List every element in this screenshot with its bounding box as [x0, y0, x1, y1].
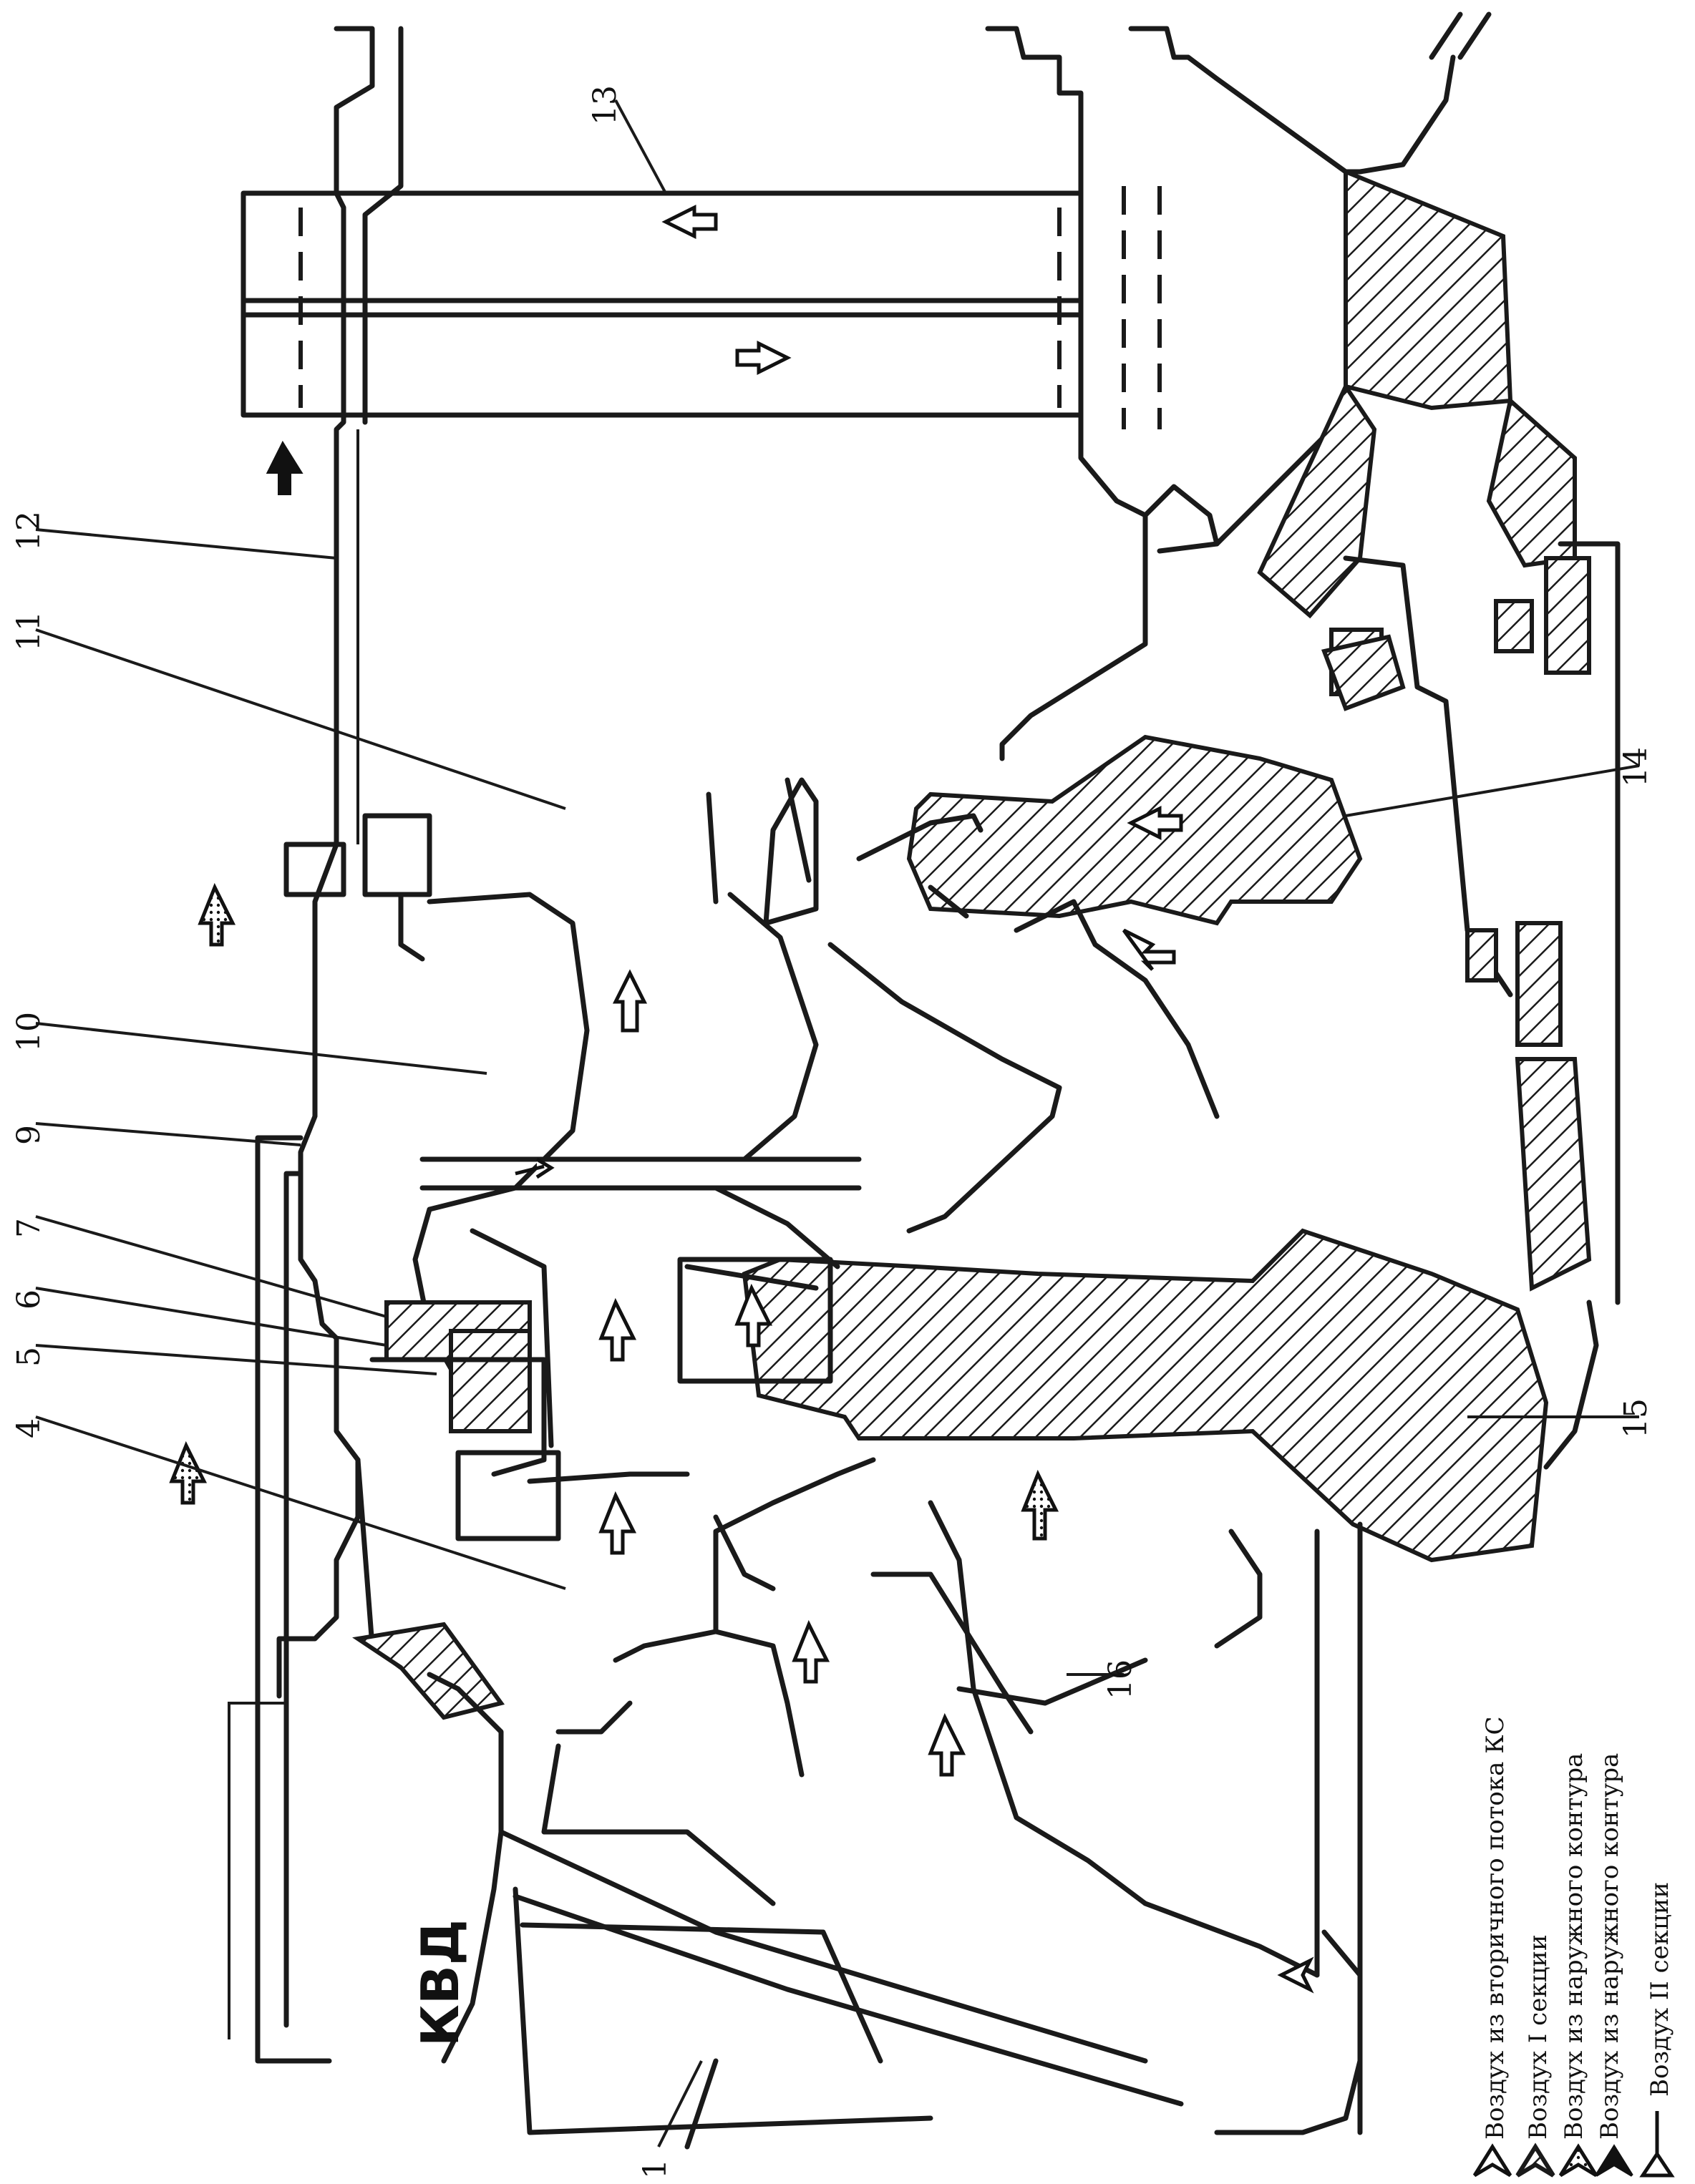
svg-text:13: 13: [587, 85, 623, 125]
callout-13: 13: [587, 85, 667, 194]
turbine-disk-15: [677, 1228, 1549, 1563]
nozzle-guide-vanes: [352, 813, 1220, 1720]
arrow-rim-1: [734, 1283, 773, 1347]
transfer-tube-13: [241, 186, 1162, 429]
svg-text:Воздух из наружного контура: Воздух из наружного контура: [1560, 1753, 1588, 2140]
callout-6: 6: [11, 1287, 387, 1347]
svg-text:16: 16: [1102, 1659, 1139, 1700]
svg-text:7: 7: [11, 1218, 47, 1238]
legend-open-chevron-icon: [1472, 2143, 1512, 2178]
callouts: 1 4 5 6 7 9 10 11 12 13 14 15 16: [11, 85, 1654, 2179]
svg-text:Воздух из вторичного потока КС: Воздух из вторичного потока КС: [1481, 1716, 1510, 2140]
arrow-vane: [612, 969, 648, 1033]
svg-text:15: 15: [1618, 1398, 1654, 1438]
svg-text:10: 10: [11, 1012, 47, 1052]
arrow-dotted-left: [198, 882, 236, 947]
legend-item-section-1: Воздух I секции: [1515, 1934, 1555, 2178]
svg-text:11: 11: [11, 611, 47, 651]
legend-item-section-2: Воздух II секции: [1639, 1882, 1675, 2178]
arrow-disk-15: [1021, 1469, 1059, 1541]
svg-text:Воздух I секции: Воздух I секции: [1524, 1934, 1553, 2140]
callout-7: 7: [11, 1215, 387, 1318]
callout-14: 14: [1345, 747, 1654, 817]
front-mount: [283, 813, 432, 962]
callout-11: 11: [11, 611, 566, 810]
svg-text:4: 4: [11, 1418, 47, 1438]
outer-casing: [228, 26, 404, 2064]
arrow-lower-2: [792, 1619, 830, 1684]
arrow-bypass-legend-ref: [1277, 1956, 1314, 1994]
hpc-blades: [513, 1700, 933, 2150]
legend-solid-arrow-icon: [1595, 2144, 1633, 2177]
arrow-bore-1: [1122, 928, 1176, 971]
arrow-tube-up: [661, 204, 718, 240]
svg-text:Воздух из наружного контура: Воздух из наружного контура: [1596, 1753, 1624, 2140]
svg-text:14: 14: [1618, 747, 1654, 787]
svg-text:1: 1: [637, 2159, 674, 2179]
arrow-rim-2: [598, 1297, 637, 1362]
callout-15: 15: [1467, 1398, 1654, 1438]
arrow-tube-down: [735, 340, 792, 376]
svg-text:12: 12: [11, 511, 47, 551]
callout-9: 9: [11, 1122, 301, 1146]
legend-line-open-arrow-icon: [1639, 2111, 1675, 2178]
arrow-bore-2: [1127, 805, 1183, 841]
svg-text:9: 9: [11, 1125, 47, 1145]
callout-12: 12: [11, 511, 337, 560]
seals-right: [1321, 541, 1621, 1470]
legend-item-bypass-solid: Воздух из наружного контура: [1595, 1753, 1633, 2177]
legend-item-bypass-dotted: Воздух из наружного контура: [1558, 1753, 1598, 2178]
legend-hatched-arrow-icon: [1515, 2142, 1555, 2178]
turbine-disk-14: [706, 734, 1363, 926]
arrow-lower-1: [928, 1712, 966, 1777]
legend: Воздух из вторичного потока КС Воздух I …: [1472, 1716, 1675, 2178]
callout-5: 5: [11, 1344, 437, 1375]
svg-text:5: 5: [11, 1347, 47, 1367]
svg-text:Воздух II секции: Воздух II секции: [1646, 1882, 1674, 2097]
callout-10: 10: [11, 1012, 487, 1075]
callout-4: 4: [11, 1415, 566, 1590]
legend-dotted-arrow-icon: [1558, 2143, 1598, 2178]
legend-item-secondary-flow: Воздух из вторичного потока КС: [1472, 1716, 1512, 2178]
callout-16: 16: [1067, 1659, 1139, 1700]
callout-1: 1: [637, 2060, 703, 2179]
arrow-pin: [515, 1157, 555, 1179]
lower-shaft: [1214, 1521, 1363, 2135]
arrow-dotted-left-2: [169, 1440, 208, 1505]
flow-arrows: [169, 204, 1314, 1994]
hpc-label: КВД: [410, 1919, 470, 2047]
svg-text:6: 6: [11, 1290, 47, 1310]
rear-frame: [985, 11, 1577, 998]
arrow-rim-3: [598, 1491, 637, 1555]
arrow-outer-bypass-solid: [266, 440, 303, 495]
combustor-liner: [427, 1457, 1363, 2135]
